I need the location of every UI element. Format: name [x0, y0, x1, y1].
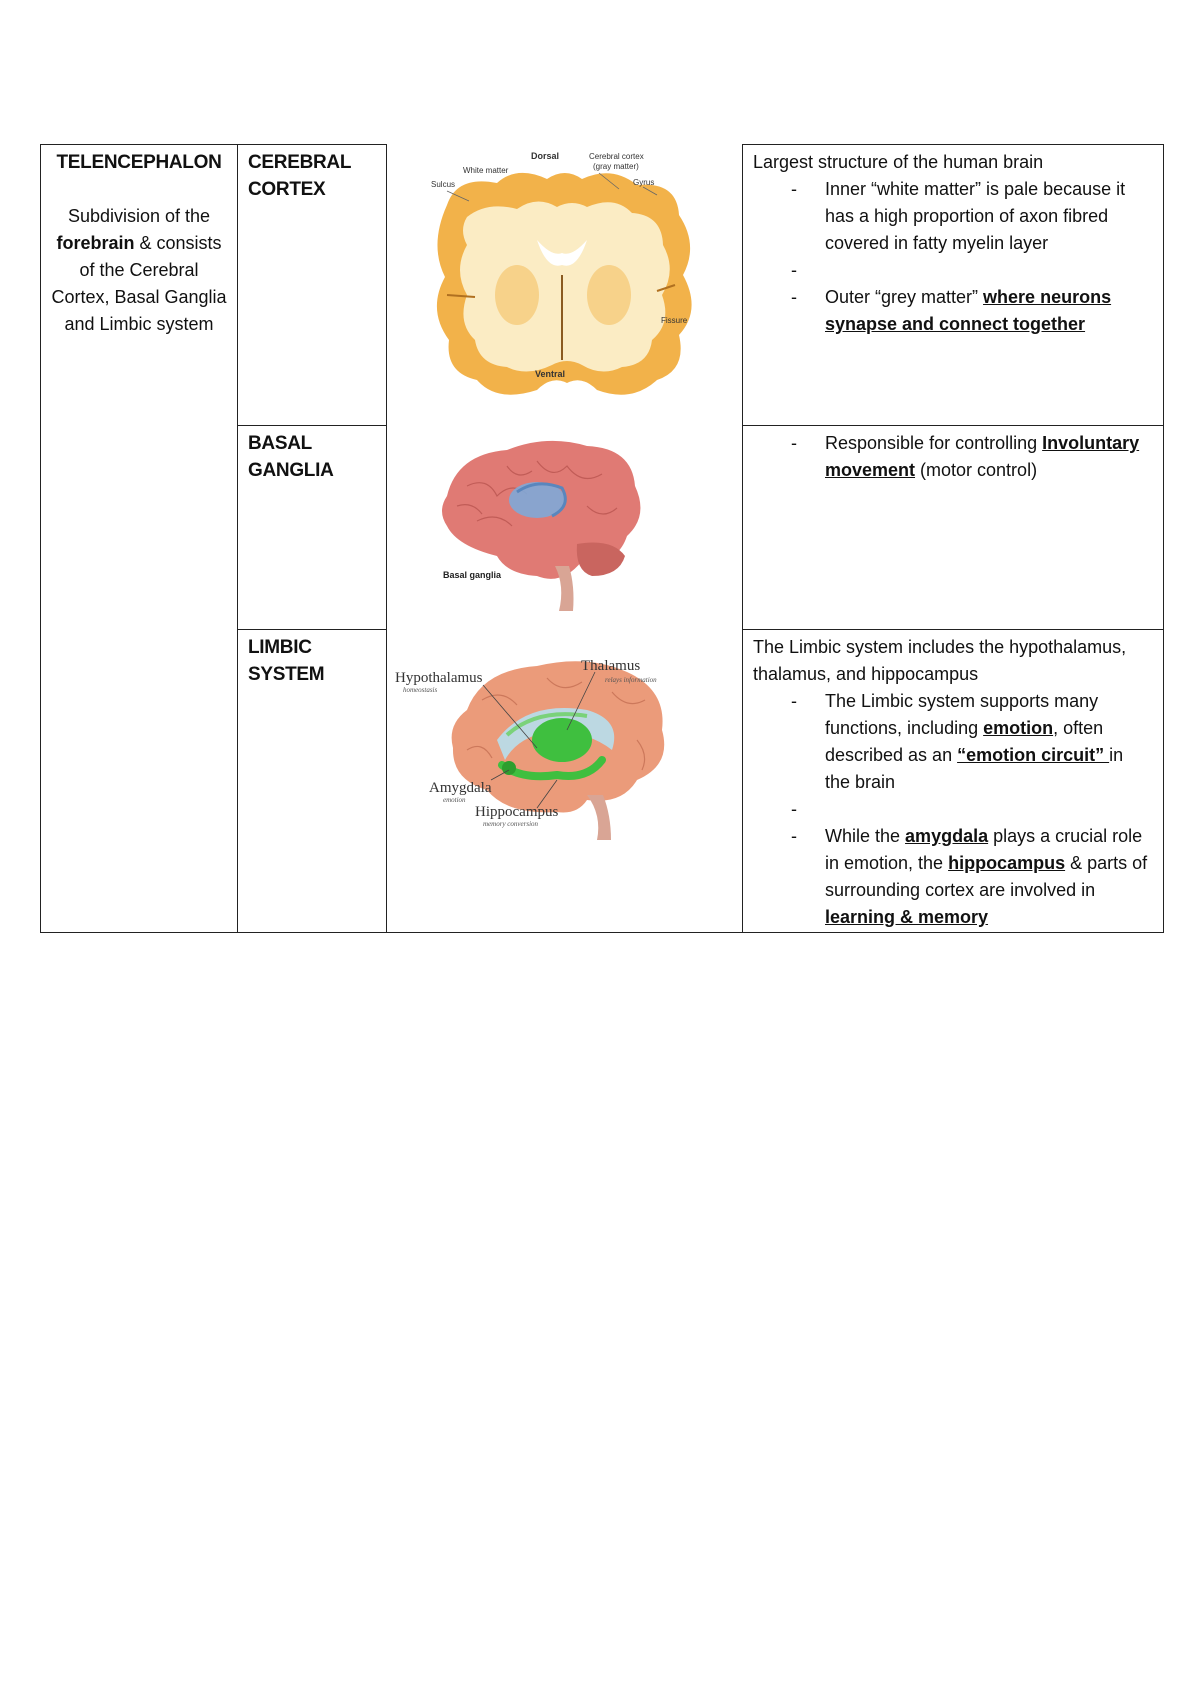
- label-hypothalamus-sub: homeostasis: [403, 686, 438, 694]
- cerebral-cortex-heading-cell: CEREBRAL CORTEX: [237, 144, 387, 426]
- label-amygdala: Amygdala: [429, 780, 492, 796]
- label-gray-matter: (gray matter): [593, 162, 639, 171]
- limbic-system-figure-cell: Hypothalamus homeostasis Thalamus relays…: [386, 629, 743, 933]
- cerebral-cortex-heading: CEREBRAL CORTEX: [248, 152, 351, 200]
- label-basal-ganglia: Basal ganglia: [443, 570, 502, 580]
- table-row: TELENCEPHALON Subdivision of the forebra…: [40, 144, 1164, 933]
- basal-ganglia-description-cell: Responsible for controlling Involuntary …: [742, 425, 1164, 630]
- limbic-system-intro: The Limbic system includes the hypothala…: [753, 637, 1127, 684]
- label-thalamus: Thalamus: [581, 658, 640, 674]
- label-dorsal: Dorsal: [531, 151, 559, 161]
- list-item: Inner “white matter” is pale because it …: [753, 176, 1153, 257]
- brainstem-shape: [555, 565, 574, 611]
- white-matter-shape: [460, 200, 670, 372]
- limbic-system-heading: LIMBIC SYSTEM: [248, 637, 325, 685]
- label-ventral: Ventral: [535, 369, 565, 379]
- label-hypothalamus: Hypothalamus: [395, 670, 483, 686]
- label-white-matter: White matter: [463, 166, 509, 175]
- label-sulcus: Sulcus: [431, 180, 455, 189]
- label-cerebral-cortex: Cerebral cortex: [589, 152, 644, 161]
- limbic-system-figure: Hypothalamus homeostasis Thalamus relays…: [395, 658, 665, 840]
- limbic-system-heading-cell: LIMBIC SYSTEM: [237, 629, 387, 933]
- basal-ganglia-heading-cell: BASAL GANGLIA: [237, 425, 387, 630]
- basal-ganglia-heading: BASAL GANGLIA: [248, 433, 334, 481]
- table-row: LIMBIC SYSTEM Hypothalamus homeostasis T…: [41, 629, 1164, 933]
- limbic-system-description-cell: The Limbic system includes the hypothala…: [742, 629, 1164, 933]
- label-gyrus: Gyrus: [633, 178, 654, 187]
- label-hippocampus: Hippocampus: [475, 804, 558, 820]
- list-item: Outer “grey matter” where neurons synaps…: [753, 284, 1153, 338]
- limbic-system-bullets: The Limbic system supports many function…: [753, 688, 1153, 931]
- basal-ganglia-bullets: Responsible for controlling Involuntary …: [753, 430, 1153, 484]
- cerebral-cortex-intro: Largest structure of the human brain: [753, 152, 1044, 172]
- telencephalon-description: Subdivision of the forebrain & consists …: [51, 206, 227, 334]
- table-row: BASAL GANGLIA Basal ganglia: [41, 425, 1164, 630]
- basal-ganglia-figure: Basal ganglia: [442, 440, 641, 611]
- basal-ganglia-highlight: [509, 481, 565, 518]
- list-item: While the amygdala plays a crucial role …: [753, 823, 1153, 931]
- list-item: Responsible for controlling Involuntary …: [753, 430, 1153, 484]
- telencephalon-table: TELENCEPHALON Subdivision of the forebra…: [40, 144, 1164, 933]
- basal-ganglia-figure-cell: Basal ganglia: [386, 425, 743, 630]
- list-item: The Limbic system supports many function…: [753, 688, 1153, 796]
- cerebellum-shape: [576, 542, 625, 576]
- label-amygdala-sub: emotion: [443, 796, 466, 804]
- telencephalon-cell: TELENCEPHALON Subdivision of the forebra…: [40, 144, 238, 933]
- label-fissure: Fissure: [661, 316, 688, 325]
- telencephalon-title: TELENCEPHALON: [56, 152, 222, 173]
- label-thalamus-sub: relays information: [605, 676, 657, 684]
- cerebral-cortex-figure-cell: Dorsal White matter Cerebral cortex (gra…: [386, 144, 743, 426]
- cerebral-cortex-figure: Dorsal White matter Cerebral cortex (gra…: [431, 151, 692, 395]
- label-hippocampus-sub: memory conversion: [483, 820, 539, 828]
- cerebral-cortex-description-cell: Largest structure of the human brain Inn…: [742, 144, 1164, 426]
- cerebral-cortex-bullets: Inner “white matter” is pale because it …: [753, 176, 1153, 338]
- thalamus-highlight: [532, 717, 592, 762]
